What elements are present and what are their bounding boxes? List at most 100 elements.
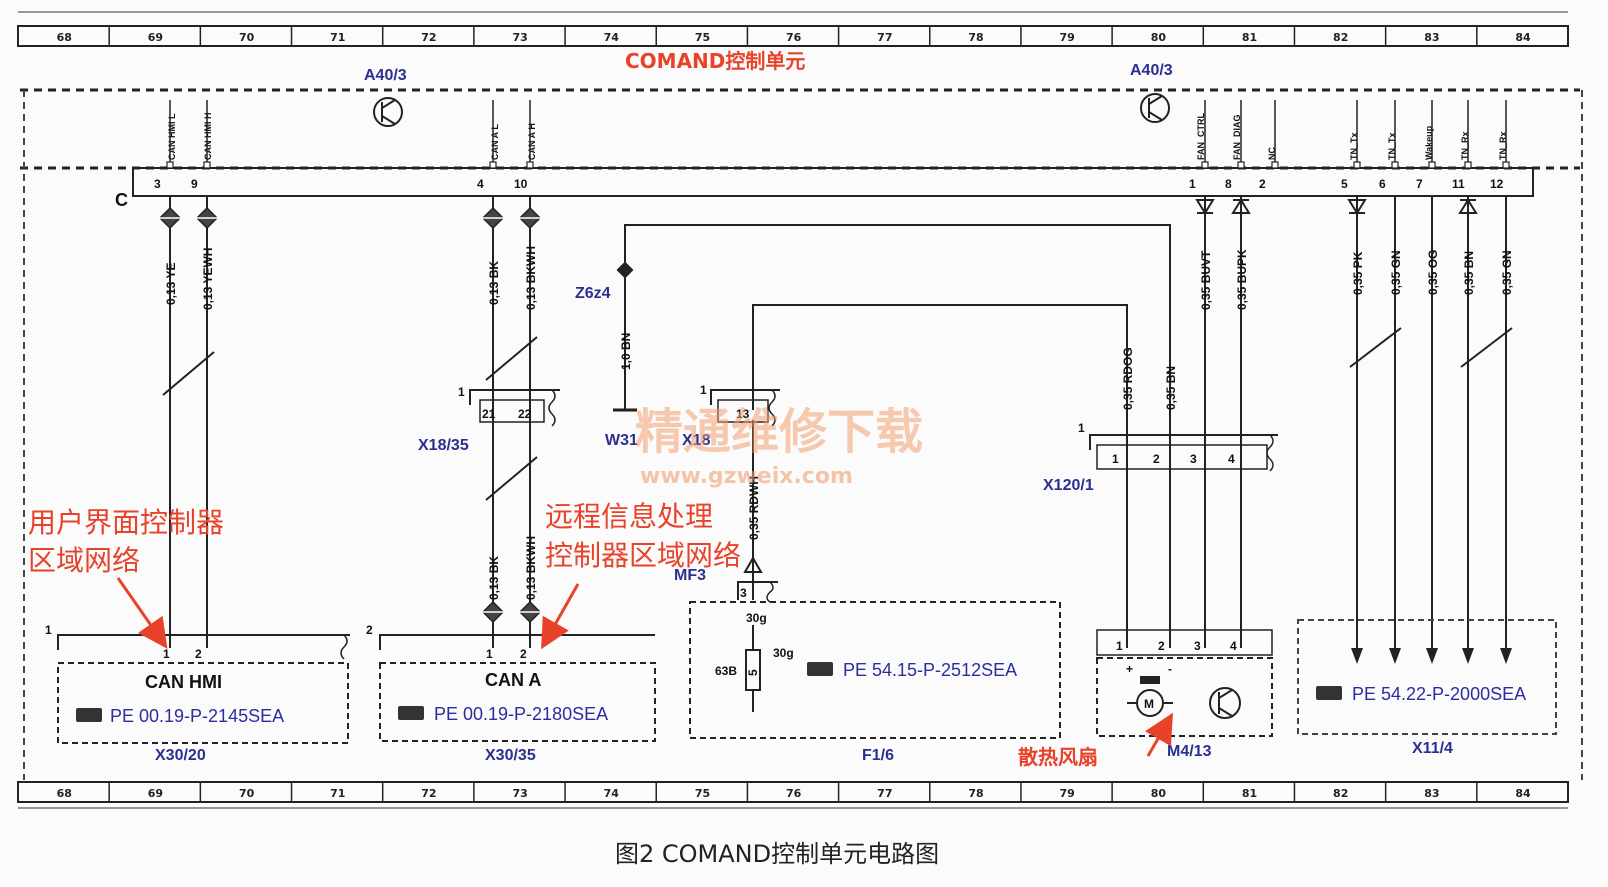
wire-label: 0,13 BKWH [524,246,538,310]
signal-fan-diag: FAN_DIAG [1232,114,1242,160]
ruler-cell: 68 [57,31,72,44]
ruler-cell: 71 [330,31,345,44]
z6z4-node [616,261,634,279]
x18-35-n: 1 [458,385,465,399]
ruler-cell: 82 [1333,31,1348,44]
ruler-cell: 81 [1242,31,1257,44]
x30-20-label: X30/20 [155,747,206,764]
top-pin: 4 [477,177,484,191]
comand-unit-outline [20,88,1583,780]
ruler-cell: 77 [877,787,892,800]
mf3-label: MF3 [674,567,706,584]
ruler-cell: 83 [1424,31,1439,44]
ruler-cell: 69 [148,787,163,800]
top-pin: 5 [1341,177,1348,191]
ref-can-a: PE 00.19-P-2180SEA [434,704,608,724]
wire-label: 0,35 BN [1164,366,1178,410]
wire-label: 0,13 BK [487,261,501,305]
ruler-cell: 81 [1242,787,1257,800]
m4-pin-4: 4 [1230,639,1237,653]
ruler-cell: 72 [421,787,436,800]
ruler-cell: 78 [968,787,983,800]
m4-plus: + [1126,662,1133,676]
unit-ref-left: A40/3 [364,67,407,84]
m4-pin-3: 3 [1194,639,1201,653]
x18-connector [710,389,780,427]
signal-labels: CAN HMI L CAN HMI H CAN A L CAN A H FAN_… [167,112,1508,160]
signal-tn-rx-2: TN_Rx [1498,131,1508,160]
x30-20-block [57,634,350,744]
top-pin: 3 [154,177,161,191]
x30-20-pin-2: 2 [195,647,202,661]
ruler-cell: 69 [148,31,163,44]
x120-n: 1 [1078,421,1085,435]
transistor-icon [1209,687,1241,719]
diode-icon [1458,198,1478,214]
reference-hand-icon [807,662,833,676]
ruler-cell: 78 [968,31,983,44]
mf3-pin: 3 [740,586,747,600]
top-pin: 1 [1189,177,1196,191]
ruler-cell: 70 [239,31,255,44]
m4-pin-2: 2 [1158,639,1165,653]
annotation-tele-line2: 控制器区域网络 [545,539,741,572]
signal-arrow-icon [1462,648,1474,664]
top-pin: 8 [1225,177,1232,191]
signal-arrow-icon [1351,648,1363,664]
annotation-hmi-line2: 区域网络 [28,544,140,577]
wire-label: 0,13 BKWH [524,536,538,600]
unit-ref-right: A40/3 [1130,62,1173,79]
ruler-cell: 68 [57,787,72,800]
ruler-cell: 75 [695,787,710,800]
signal-nc: NC [1267,147,1277,160]
ref-x11: PE 54.22-P-2000SEA [1352,684,1526,704]
x18-35-pin-b: 22 [518,407,532,421]
x120-pin-1: 1 [1112,452,1119,466]
annotation-fan: 散热风扇 [1018,745,1098,769]
x18-label: X18 [682,432,711,449]
z6z4-label: Z6z4 [575,285,611,302]
x120-1-label: X120/1 [1043,477,1094,494]
wire-label: 0,35 OG [1426,250,1440,295]
x30-35-pin-1: 1 [486,647,493,661]
x30-35-label: X30/35 [485,747,536,764]
signal-arrow-icon [1426,648,1438,664]
x120-1-connector [1089,434,1278,472]
ruler-cell: 84 [1515,787,1531,800]
wire-label: 0,13 YEWH [201,248,215,310]
x120-pin-3: 3 [1190,452,1197,466]
signal-can-hmi-l: CAN HMI L [167,113,177,160]
reference-hand-icon [398,706,424,720]
x120-pin-2: 2 [1153,452,1160,466]
m4-motor-symbol: M [1144,697,1154,711]
figure-caption: 图2 COMAND控制单元电路图 [615,840,939,868]
fuse-pin-d: 5 [746,669,760,676]
m4-pin-1: 1 [1116,639,1123,653]
ruler-cell: 76 [786,31,802,44]
top-pin: 12 [1490,177,1504,191]
x120-pin-4: 4 [1228,452,1235,466]
ruler-cell: 72 [421,31,436,44]
ruler-cell: 74 [604,787,620,800]
m4-13-block [1096,629,1273,737]
x11-4-label: X11/4 [1412,740,1453,757]
signal-can-hmi-h: CAN HMI H [203,113,213,161]
ruler-cell: 73 [512,31,527,44]
wire-label: 0,35 GN [1500,250,1514,295]
watermark-url: www.gzweix.com [640,464,853,489]
fuse-pin-b: 30g [773,646,794,660]
wire-label: 1,0 BN [619,333,633,370]
signal-wakeup: Wakeup [1424,125,1434,160]
wire-label: 0,13 BK [487,556,501,600]
x30-20-n: 1 [45,623,52,637]
ruler-cell: 80 [1151,31,1167,44]
annotation-tele-line1: 远程信息处理 [545,500,713,533]
signal-tn-tx: TN_Tx [1349,132,1359,160]
watermark-title: 精通维修下载 [635,404,923,460]
ref-fuse: PE 54.15-P-2512SEA [843,660,1017,680]
ruler-cell: 79 [1060,787,1075,800]
signal-tn-rx: TN_Rx [1460,131,1470,160]
signal-arrow-icon [1500,648,1512,664]
annotation-hmi-line1: 用户界面控制器 [28,506,224,539]
